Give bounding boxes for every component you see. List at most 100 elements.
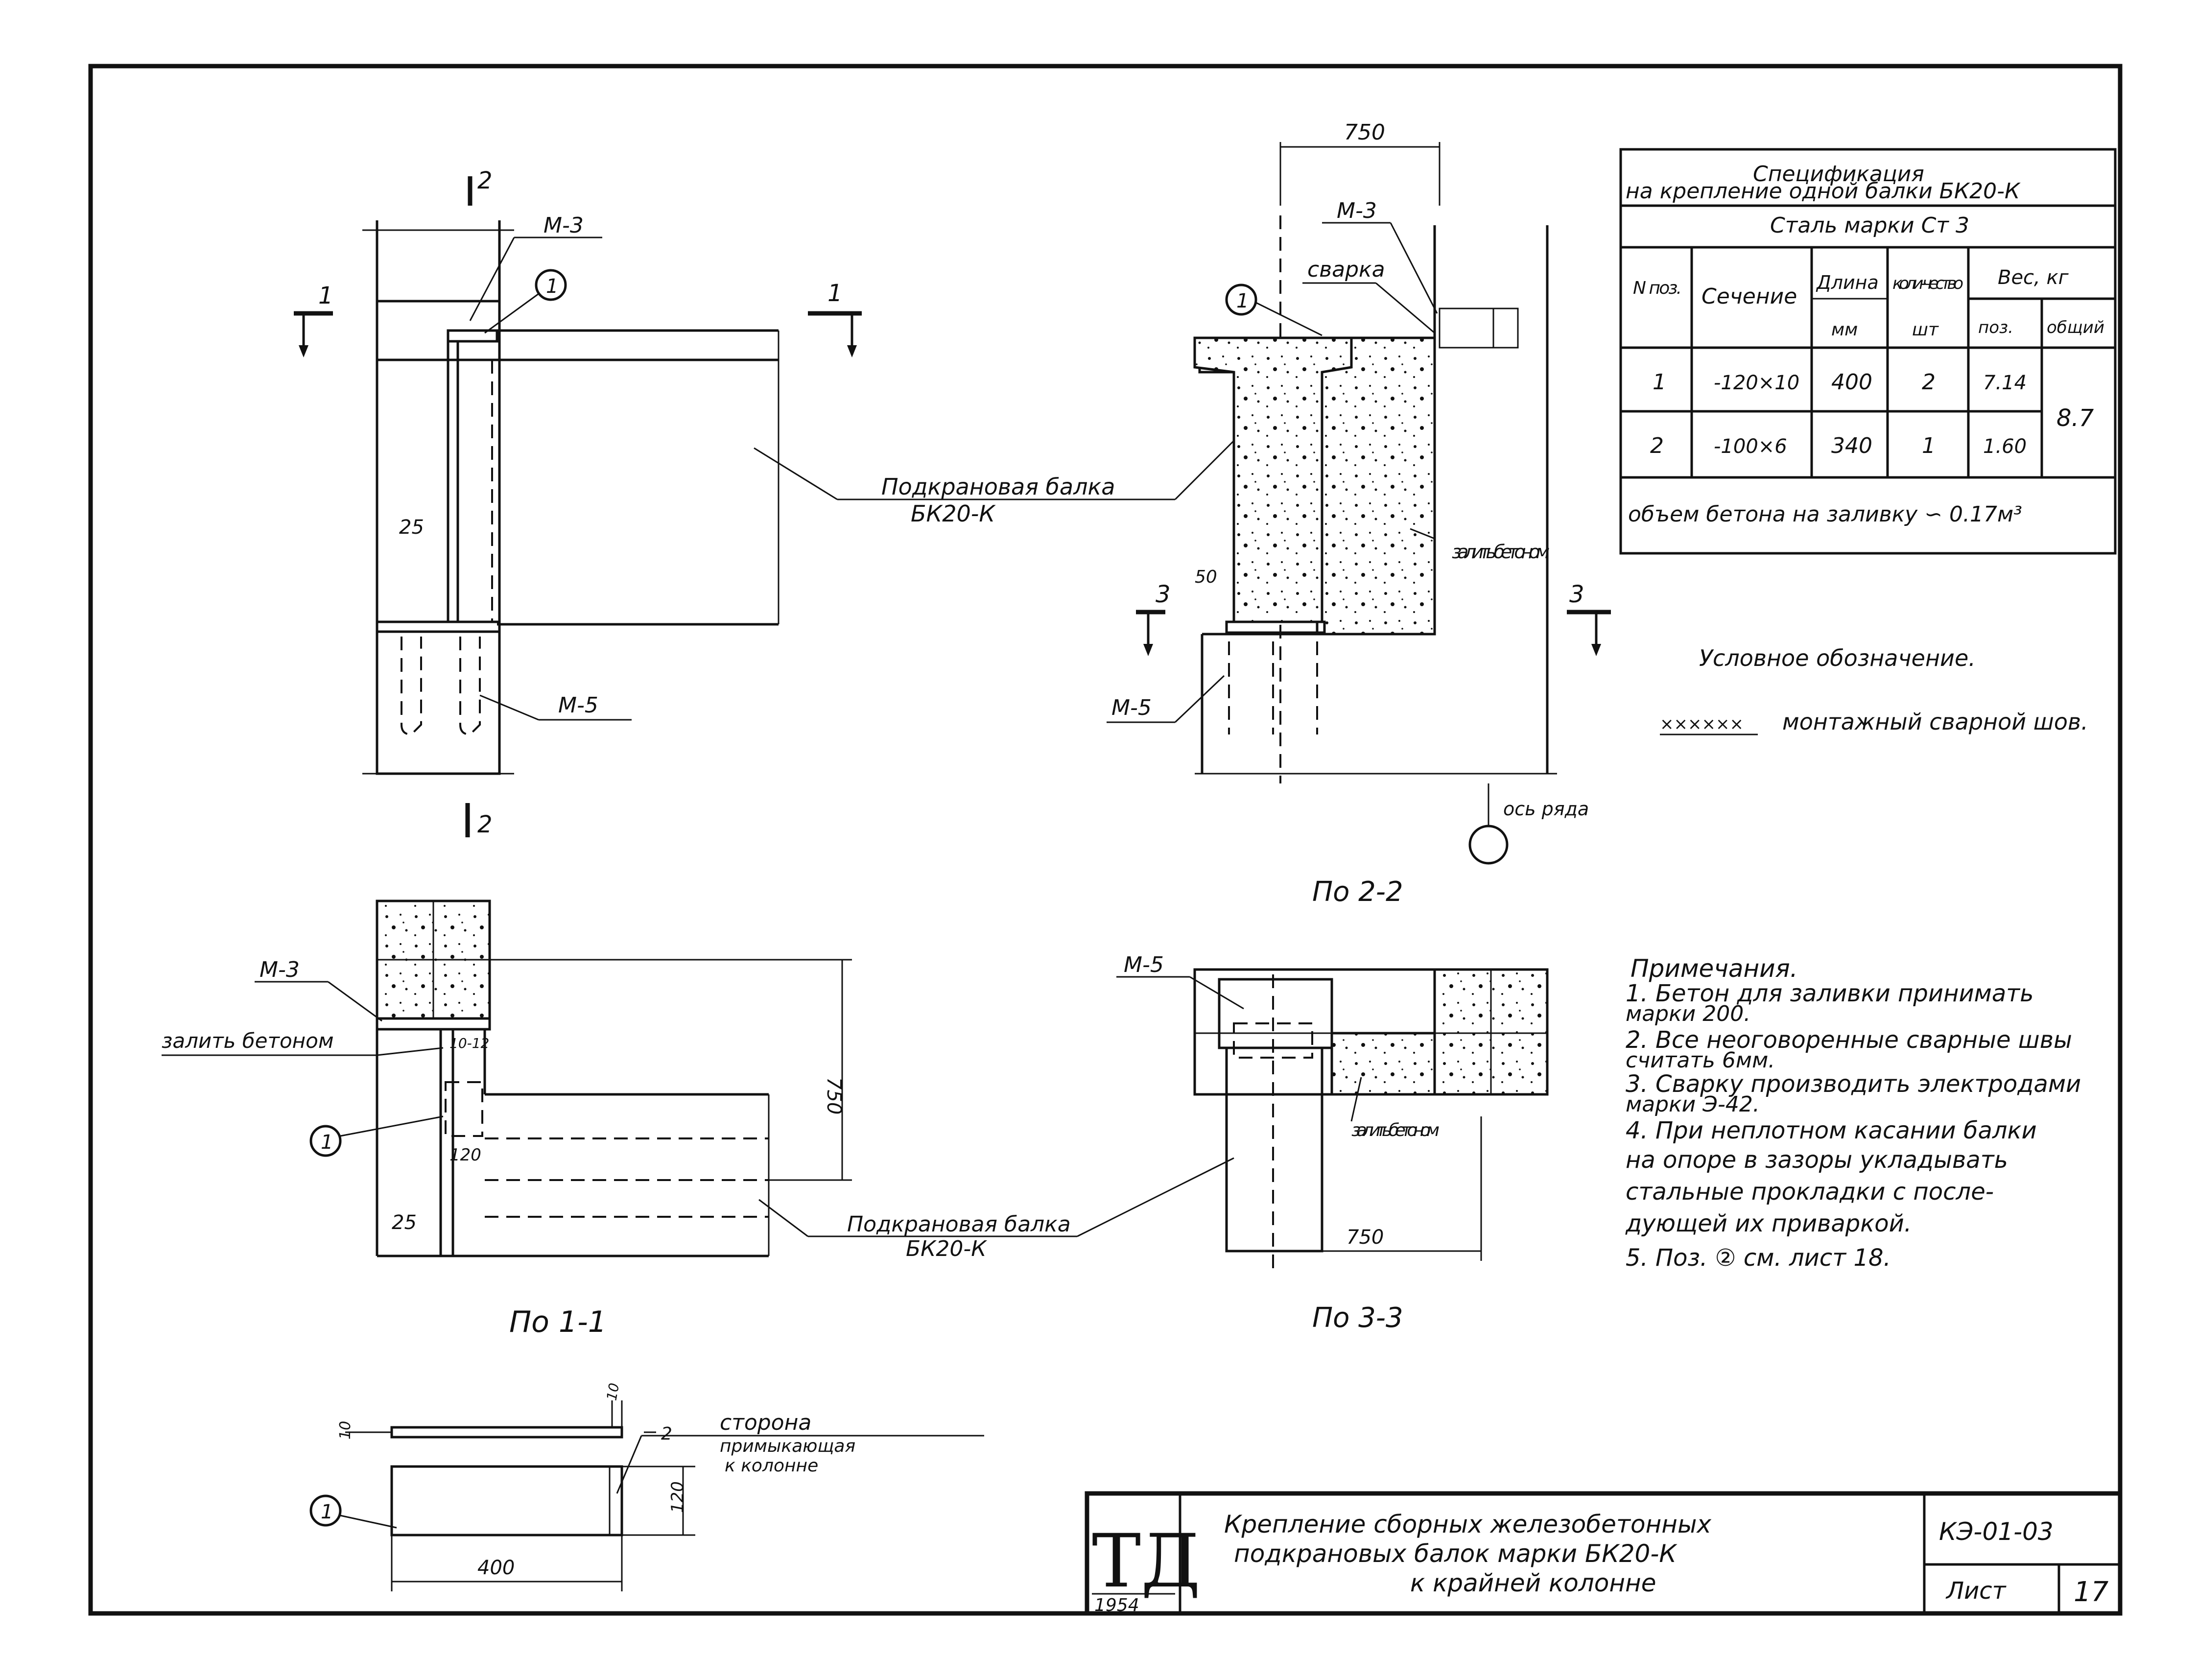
label-m5-sec22: М-5 <box>1111 695 1152 720</box>
sheet-label: Лист <box>1945 1577 2007 1605</box>
dim-10-12: 10-12 <box>449 1035 489 1051</box>
row1-length: 400 <box>1831 370 1872 395</box>
title-line1: Крепление сборных железобетонных <box>1224 1510 1711 1538</box>
row2-num: 2 <box>1650 433 1664 458</box>
dim-25-elevation: 25 <box>399 516 424 539</box>
notes: Примечания. 1. Бетон для заливки принима… <box>1625 954 2081 1272</box>
dim-2-detail: 2 <box>661 1424 672 1444</box>
row2-weight: 1.60 <box>1983 435 2027 458</box>
note-line-7: на опоре в зазоры укладывать <box>1626 1146 2008 1174</box>
pos-1-detail: 1 <box>321 1501 333 1523</box>
note-line-6: 4. При неплотном касании балки <box>1626 1117 2037 1144</box>
spec-row-2: 2 -100×6 340 1 1.60 <box>1650 433 2027 458</box>
label-m3-sec22: М-3 <box>1337 198 1377 223</box>
label-m3-sec11: М-3 <box>260 957 300 982</box>
section-mark-1-right: 1 <box>827 280 843 307</box>
row2-length: 340 <box>1831 433 1872 458</box>
row1-weight: 7.14 <box>1983 372 2027 394</box>
pos-1-sec11: 1 <box>321 1131 333 1154</box>
hdr-qty: коли-чество <box>1892 274 1963 293</box>
label-m5-elevation: М-5 <box>558 693 598 718</box>
row1-num: 1 <box>1653 370 1666 395</box>
note-line-3: считать 6мм. <box>1626 1048 1775 1073</box>
mark-3-left: 3 <box>1156 581 1171 608</box>
note-line-0: 1. Бетон для заливки принимать <box>1626 980 2034 1007</box>
title-line2: подкрановых балок марки БК20-К <box>1234 1539 1677 1568</box>
dim-50: 50 <box>1195 567 1217 587</box>
label-m3-elevation: М-3 <box>543 213 584 238</box>
detail-1: 10 10 2 сторона примыкающая к колонне 12… <box>309 1382 984 1591</box>
elevation-view: 2 2 1 1 М-3 1 25 М-5 <box>294 167 862 838</box>
title-block: ТД 1954 Крепление сборных железобетонных… <box>1085 1491 2123 1616</box>
title-sec11: По 1-1 <box>509 1305 607 1339</box>
label-m5-sec33: М-5 <box>1124 952 1164 977</box>
concrete-volume: объем бетона на заливку ∽ 0.17м³ <box>1628 502 2022 527</box>
hdr-length-unit: мм <box>1831 320 1858 340</box>
dim-10b-detail: 10 <box>604 1382 623 1402</box>
beam2-label-line1: Подкрановая балка <box>847 1212 1071 1237</box>
hdr-section: Сечение <box>1701 284 1797 309</box>
row2-qty: 1 <box>1922 433 1936 458</box>
row1-section: -120×10 <box>1714 372 1799 394</box>
total-weight: 8.7 <box>2056 404 2094 432</box>
dim-400-detail: 400 <box>477 1557 515 1579</box>
legend: Условное обозначение. ×××××× монтажный с… <box>1660 645 2088 735</box>
dim-25-sec11: 25 <box>392 1211 417 1234</box>
beam2-label-line2: БК20-К <box>906 1236 987 1261</box>
detail-note-1: сторона <box>720 1410 811 1435</box>
section-2-2-view: 750 М-3 сварка 1 50 залит <box>1107 120 1611 908</box>
logo-year: 1954 <box>1094 1595 1139 1615</box>
hdr-qty-unit: шт <box>1912 320 1939 340</box>
section-mark-1-left: 1 <box>318 282 333 309</box>
dim-750-sec11: 750 <box>823 1077 845 1114</box>
note-line-4: 3. Сварку производить электродами <box>1626 1070 2081 1098</box>
dim-120-sec11: 120 <box>449 1145 481 1165</box>
title-sec22: По 2-2 <box>1312 876 1403 908</box>
label-weld: сварка <box>1307 257 1385 282</box>
notes-title: Примечания. <box>1630 954 1798 983</box>
title-sec33: По 3-3 <box>1312 1302 1403 1334</box>
fill-concrete-sec33: залить бетоном <box>1351 1120 1440 1140</box>
detail-note-3: к колонне <box>725 1456 818 1476</box>
spec-title-1: Спецификация <box>1753 162 1924 187</box>
row2-section: -100×6 <box>1714 435 1787 458</box>
note-line-9: дующей их приваркой. <box>1625 1210 1912 1237</box>
legend-title: Условное обозначение. <box>1699 645 1976 671</box>
section-1-1-view: 750 10-12 120 25 М-3 залить бетоном 1 По… <box>162 899 852 1339</box>
logo: ТД <box>1092 1519 1201 1604</box>
title-line3: к крайней колонне <box>1410 1569 1656 1597</box>
hdr-weight: Вес, кг <box>1998 266 2069 289</box>
detail-note-2: примыкающая <box>720 1436 855 1456</box>
beam-label-line1: Подкрановая балка <box>881 473 1115 500</box>
dim-120-detail: 120 <box>668 1481 687 1513</box>
hdr-length: Длина <box>1816 272 1879 293</box>
note-line-5: марки Э-42. <box>1626 1092 1760 1117</box>
mark-3-right: 3 <box>1569 581 1584 608</box>
note-line-10: 5. Поз. ② см. лист 18. <box>1626 1244 1891 1272</box>
hdr-num: N поз. <box>1633 278 1682 298</box>
legend-symbol: ×××××× <box>1660 714 1744 734</box>
dim-10-detail: 10 <box>337 1421 354 1440</box>
hdr-weight-total: общий <box>2047 318 2104 337</box>
section-mark-2-top: 2 <box>477 167 493 194</box>
beam-callout: Подкрановая балка БК20-К <box>754 440 1235 527</box>
spec-table: Спецификация на крепление одной балки БК… <box>1619 148 2117 555</box>
dim-750-top: 750 <box>1344 120 1385 145</box>
beam-callout-2: Подкрановая балка БК20-К <box>758 1157 1234 1261</box>
spec-steel: Сталь марки Ст 3 <box>1770 213 1969 238</box>
pos-1-elevation: 1 <box>546 275 558 298</box>
sheet-number: 17 <box>2074 1576 2109 1608</box>
fill-concrete-sec22: залить бетоном <box>1452 541 1550 563</box>
beam-label-line2: БК20-К <box>911 500 996 527</box>
spec-row-1: 1 -120×10 400 2 7.14 <box>1653 370 2027 395</box>
fill-concrete-sec11: залить бетоном <box>162 1029 334 1053</box>
note-line-8: стальные прокладки с после- <box>1626 1178 1994 1206</box>
spec-title-2: на крепление одной балки БК20-К <box>1626 179 2021 204</box>
note-line-2: 2. Все неоговоренные сварные швы <box>1626 1026 2072 1054</box>
title-code: КЭ-01-03 <box>1939 1517 2054 1546</box>
legend-text: монтажный сварной шов. <box>1782 709 2088 735</box>
axis-label: ось ряда <box>1503 798 1589 820</box>
hdr-weight-pos: поз. <box>1978 318 2013 337</box>
